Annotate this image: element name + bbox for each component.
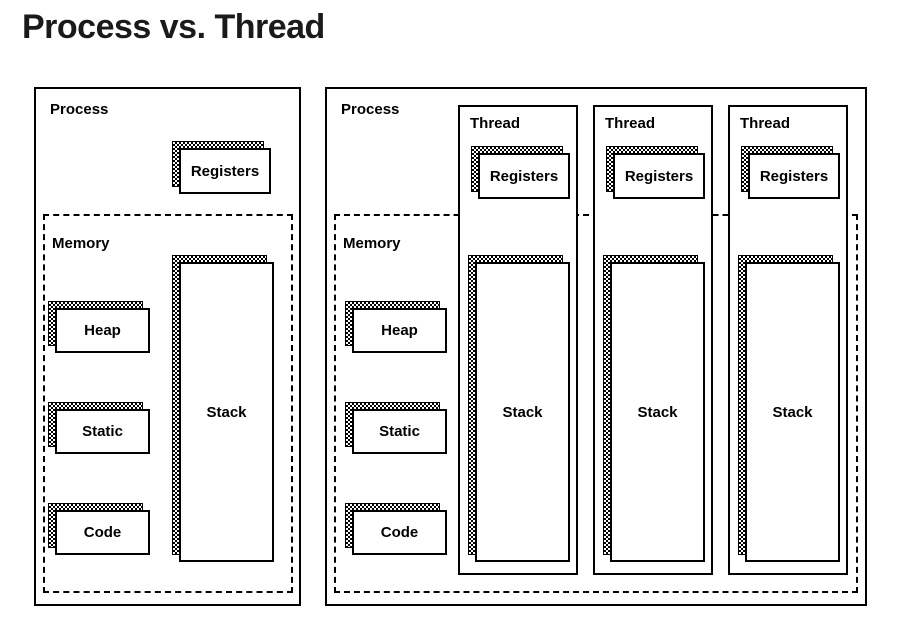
box-face: Stack bbox=[179, 262, 274, 562]
process-panel-single-label: Process bbox=[50, 101, 109, 118]
process-panel-multi-label: Process bbox=[341, 101, 400, 118]
stack-box-thread-0: Stack bbox=[468, 255, 570, 562]
box-face: Registers bbox=[478, 153, 570, 199]
stack-box-thread-2: Stack bbox=[738, 255, 840, 562]
box-face: Code bbox=[352, 510, 447, 555]
page-title: Process vs. Thread bbox=[22, 8, 325, 46]
box-face: Heap bbox=[55, 308, 150, 353]
box-face: Registers bbox=[179, 148, 271, 194]
registers-box-thread-2: Registers bbox=[741, 146, 840, 199]
heap-box-label: Heap bbox=[381, 322, 418, 339]
memory-region-multi-label: Memory bbox=[343, 235, 401, 252]
memory-region-single-label: Memory bbox=[52, 235, 110, 252]
registers-box-label: Registers bbox=[190, 162, 260, 180]
code-box-label: Code bbox=[380, 524, 419, 541]
box-face: Stack bbox=[475, 262, 570, 562]
code-box-multi: Code bbox=[345, 503, 447, 555]
thread-panel-1-label: Thread bbox=[605, 115, 656, 132]
registers-box-label: Registers bbox=[489, 167, 559, 185]
stack-box-label: Stack bbox=[206, 403, 247, 421]
heap-box-single: Heap bbox=[48, 301, 150, 353]
box-face: Registers bbox=[748, 153, 840, 199]
box-face: Code bbox=[55, 510, 150, 555]
box-face: Stack bbox=[610, 262, 705, 562]
box-face: Static bbox=[55, 409, 150, 454]
thread-panel-2-label: Thread bbox=[740, 115, 791, 132]
thread-panel-0-label: Thread bbox=[470, 115, 521, 132]
box-face: Heap bbox=[352, 308, 447, 353]
box-face: Stack bbox=[745, 262, 840, 562]
static-box-label: Static bbox=[379, 423, 420, 440]
stack-box-label: Stack bbox=[637, 403, 678, 421]
registers-box-label: Registers bbox=[624, 167, 694, 185]
heap-box-multi: Heap bbox=[345, 301, 447, 353]
registers-box-process-single: Registers bbox=[172, 141, 271, 194]
code-box-label: Code bbox=[83, 524, 122, 541]
stack-box-label: Stack bbox=[772, 403, 813, 421]
heap-box-label: Heap bbox=[84, 322, 121, 339]
static-box-label: Static bbox=[82, 423, 123, 440]
box-face: Static bbox=[352, 409, 447, 454]
static-box-multi: Static bbox=[345, 402, 447, 454]
registers-box-thread-1: Registers bbox=[606, 146, 705, 199]
registers-box-label: Registers bbox=[759, 167, 829, 185]
memory-region-single bbox=[43, 214, 293, 593]
stack-box-label: Stack bbox=[502, 403, 543, 421]
code-box-single: Code bbox=[48, 503, 150, 555]
box-face: Registers bbox=[613, 153, 705, 199]
registers-box-thread-0: Registers bbox=[471, 146, 570, 199]
stack-box-single: Stack bbox=[172, 255, 274, 562]
stack-box-thread-1: Stack bbox=[603, 255, 705, 562]
static-box-single: Static bbox=[48, 402, 150, 454]
